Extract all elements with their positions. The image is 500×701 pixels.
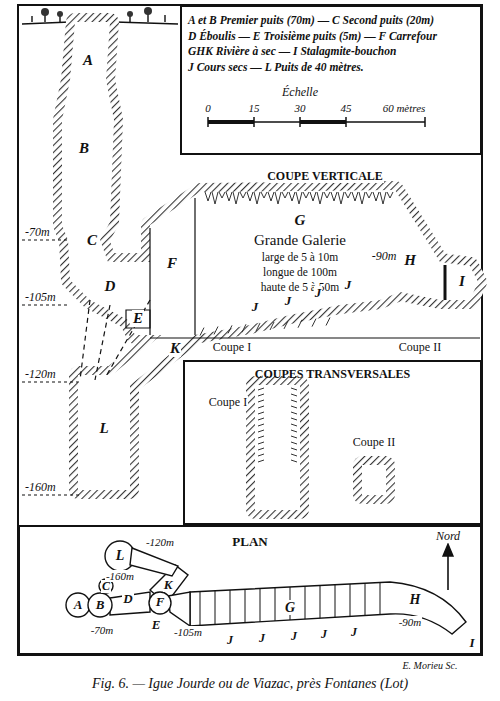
panel-title: PLAN (26, 533, 474, 551)
depth-label: 45 (340, 102, 353, 114)
callout-letter: L (115, 548, 126, 563)
legend-line: D Éboulis — E Troisième puits (5m) — F C… (188, 29, 474, 45)
callout-letter: J (344, 278, 353, 292)
callout-letter: B (78, 140, 90, 157)
annotation: haute de 5 à 50m (260, 281, 341, 294)
callout-letter: H (409, 592, 422, 607)
callout-letter: C (86, 232, 98, 249)
depth-label: -120m (24, 368, 57, 381)
depth-label: -120m (145, 536, 175, 548)
stalactite-fringe (200, 192, 393, 462)
callout-letter: A (82, 52, 94, 69)
callout-letter: J (251, 300, 260, 314)
annotation: Coupe II (398, 341, 442, 354)
depth-label: -105m (24, 291, 57, 304)
annotation: Nord (435, 530, 461, 543)
annotation: COUPE VERTICALE (266, 170, 384, 183)
callout-letter: A (73, 598, 84, 612)
callout-letter: J (284, 294, 293, 308)
annotation: Coupe I (212, 341, 252, 354)
panel-box: COUPES TRANSVERSALES (183, 360, 482, 525)
annotation: Coupe I (208, 396, 248, 409)
gallery-ticks (200, 583, 380, 626)
legend-line: A et B Premier puits (70m) — C Second pu… (188, 13, 474, 29)
annotation: Échelle (281, 86, 319, 99)
depth-label: -160m (24, 481, 57, 494)
depth-label: -90m (398, 616, 423, 628)
callout-letter: C (101, 580, 111, 593)
annotation: large de 5 à 10m (261, 251, 339, 264)
depth-label: 0 (204, 102, 212, 114)
depth-label: 30 (294, 102, 307, 114)
callout-letter: D (104, 278, 117, 295)
depth-label: -70m (24, 226, 51, 239)
callout-letter: I (458, 273, 466, 290)
legend-line: GHK Rivière à sec — I Stalagmite-bouchon (188, 44, 474, 60)
legend-line: J Cours secs — L Puits de 40 mètres. (188, 60, 474, 76)
callout-letter: J (290, 630, 298, 643)
depth-label: -70m (90, 624, 115, 636)
callout-letter: J (258, 632, 266, 645)
callout-letter: E (151, 618, 162, 632)
callout-letter: J (226, 634, 234, 647)
panel-title: COUPES TRANSVERSALES (189, 366, 476, 382)
callout-letter: J (320, 628, 328, 641)
callout-letter: I (468, 636, 475, 650)
callout-letter: J (350, 626, 358, 639)
callout-letter: E (132, 310, 144, 327)
depth-label: -90m (371, 250, 398, 263)
annotation: Grande Galerie (253, 232, 347, 249)
figure-caption: Fig. 6. — Igue Jourde ou de Viazac, près… (0, 676, 500, 692)
panel-box: PLAN (18, 525, 482, 655)
callout-letter: K (169, 340, 181, 357)
callout-letter: F (166, 255, 178, 272)
callout-letter: L (98, 420, 109, 437)
callout-letter: G (294, 212, 307, 229)
callout-letter: F (155, 595, 166, 609)
callout-letter: D (122, 592, 133, 606)
callout-letter: K (163, 578, 174, 592)
annotation: longue de 100m (262, 266, 338, 279)
callout-letter: J (314, 286, 323, 300)
callout-letter: H (403, 252, 417, 269)
annotation: Coupe II (352, 436, 396, 449)
legend-box: A et B Premier puits (70m) — C Second pu… (180, 5, 482, 155)
callout-letter: G (284, 600, 296, 615)
depth-label: -105m (173, 626, 203, 638)
depth-label: 60 mètres (382, 102, 427, 114)
depth-label: 15 (248, 102, 261, 114)
annotation: E. Morieu Sc. (402, 660, 459, 671)
callout-letter: B (95, 598, 106, 612)
